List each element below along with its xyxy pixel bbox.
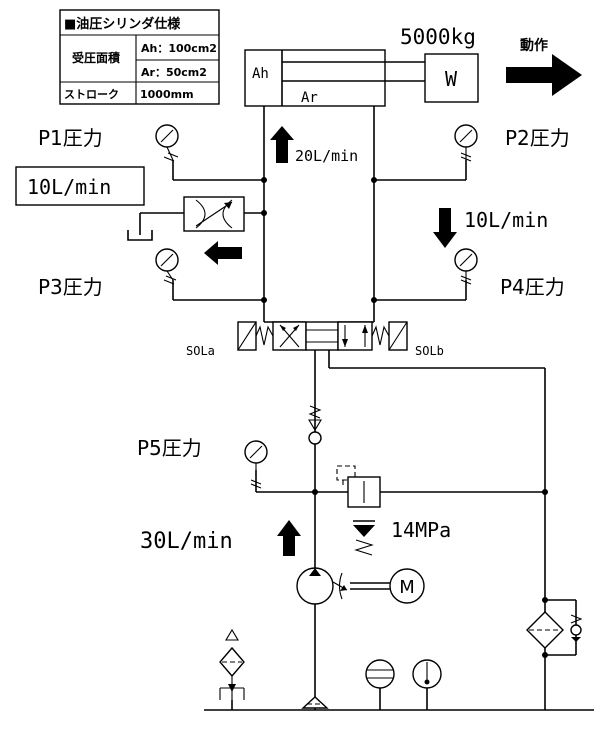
directional-control-valve: SOLa SOLb (186, 321, 444, 358)
gauge-p3: P3圧力 (38, 248, 179, 299)
gauge-p5: P5圧力 (137, 436, 268, 489)
motion-label: 動作 (520, 37, 548, 54)
meter-flow-setting: 10L/min (27, 175, 111, 199)
spec-area-label: 受圧面積 (72, 50, 121, 65)
solenoid-b-label: SOLb (415, 344, 444, 358)
pump-flow-label: 30L/min (140, 529, 233, 554)
spec-table-title: ■油圧シリンダ仕様 (64, 16, 181, 32)
cylinder-spec-table: ■油圧シリンダ仕様 受圧面積 Ah：100cm2 Ar：50cm2 ストローク … (59, 9, 220, 105)
cylinder-ar-label: Ar (301, 90, 318, 106)
motion-arrow-icon (506, 54, 582, 96)
load-weight: W 5000kg 動作 (400, 25, 582, 103)
check-valve (308, 405, 322, 445)
gauge-p5-label: P5圧力 (137, 436, 202, 460)
level-gauge (365, 659, 395, 689)
flow-control-valve: 10L/min (15, 166, 245, 265)
suction-strainer (301, 696, 329, 709)
air-breather-filter (219, 628, 245, 700)
gauge-p2-label: P2圧力 (505, 126, 570, 150)
cylinder-ah-label: Ah (252, 66, 269, 82)
spec-ar-value: Ar：50cm2 (141, 66, 207, 79)
spec-stroke-value: 1000mm (140, 88, 194, 101)
spec-ah-value: Ah：100cm2 (141, 42, 217, 55)
meter-flow-arrow-icon (204, 241, 242, 265)
load-symbol: W (445, 67, 458, 91)
relief-valve: 14MPa (336, 465, 451, 556)
gauge-p4: P4圧力 (454, 248, 565, 299)
cylinder-in-flow-arrow-icon (270, 126, 294, 163)
gauge-p1-label: P1圧力 (38, 126, 103, 150)
gauge-p4-label: P4圧力 (500, 275, 565, 299)
return-flow-label: 10L/min (464, 208, 548, 232)
pump-flow-arrow-icon (277, 520, 301, 556)
motor-symbol: M (399, 577, 415, 598)
spec-stroke-label: ストローク (64, 88, 119, 101)
return-filter (526, 611, 583, 649)
hydraulic-cylinder: Ah Ar (244, 49, 425, 107)
thermometer-gauge (412, 659, 442, 689)
hydraulic-pump (296, 567, 390, 605)
gauge-p3-label: P3圧力 (38, 275, 103, 299)
gauge-p1: P1圧力 (38, 124, 179, 162)
solenoid-a-label: SOLa (186, 344, 215, 358)
return-flow-arrow-icon (433, 208, 457, 248)
gauge-p2: P2圧力 (454, 124, 570, 162)
relief-pressure-label: 14MPa (391, 518, 451, 542)
electric-motor: M (389, 568, 425, 604)
load-weight-label: 5000kg (400, 25, 476, 49)
cylinder-in-flow-label: 20L/min (295, 147, 358, 165)
